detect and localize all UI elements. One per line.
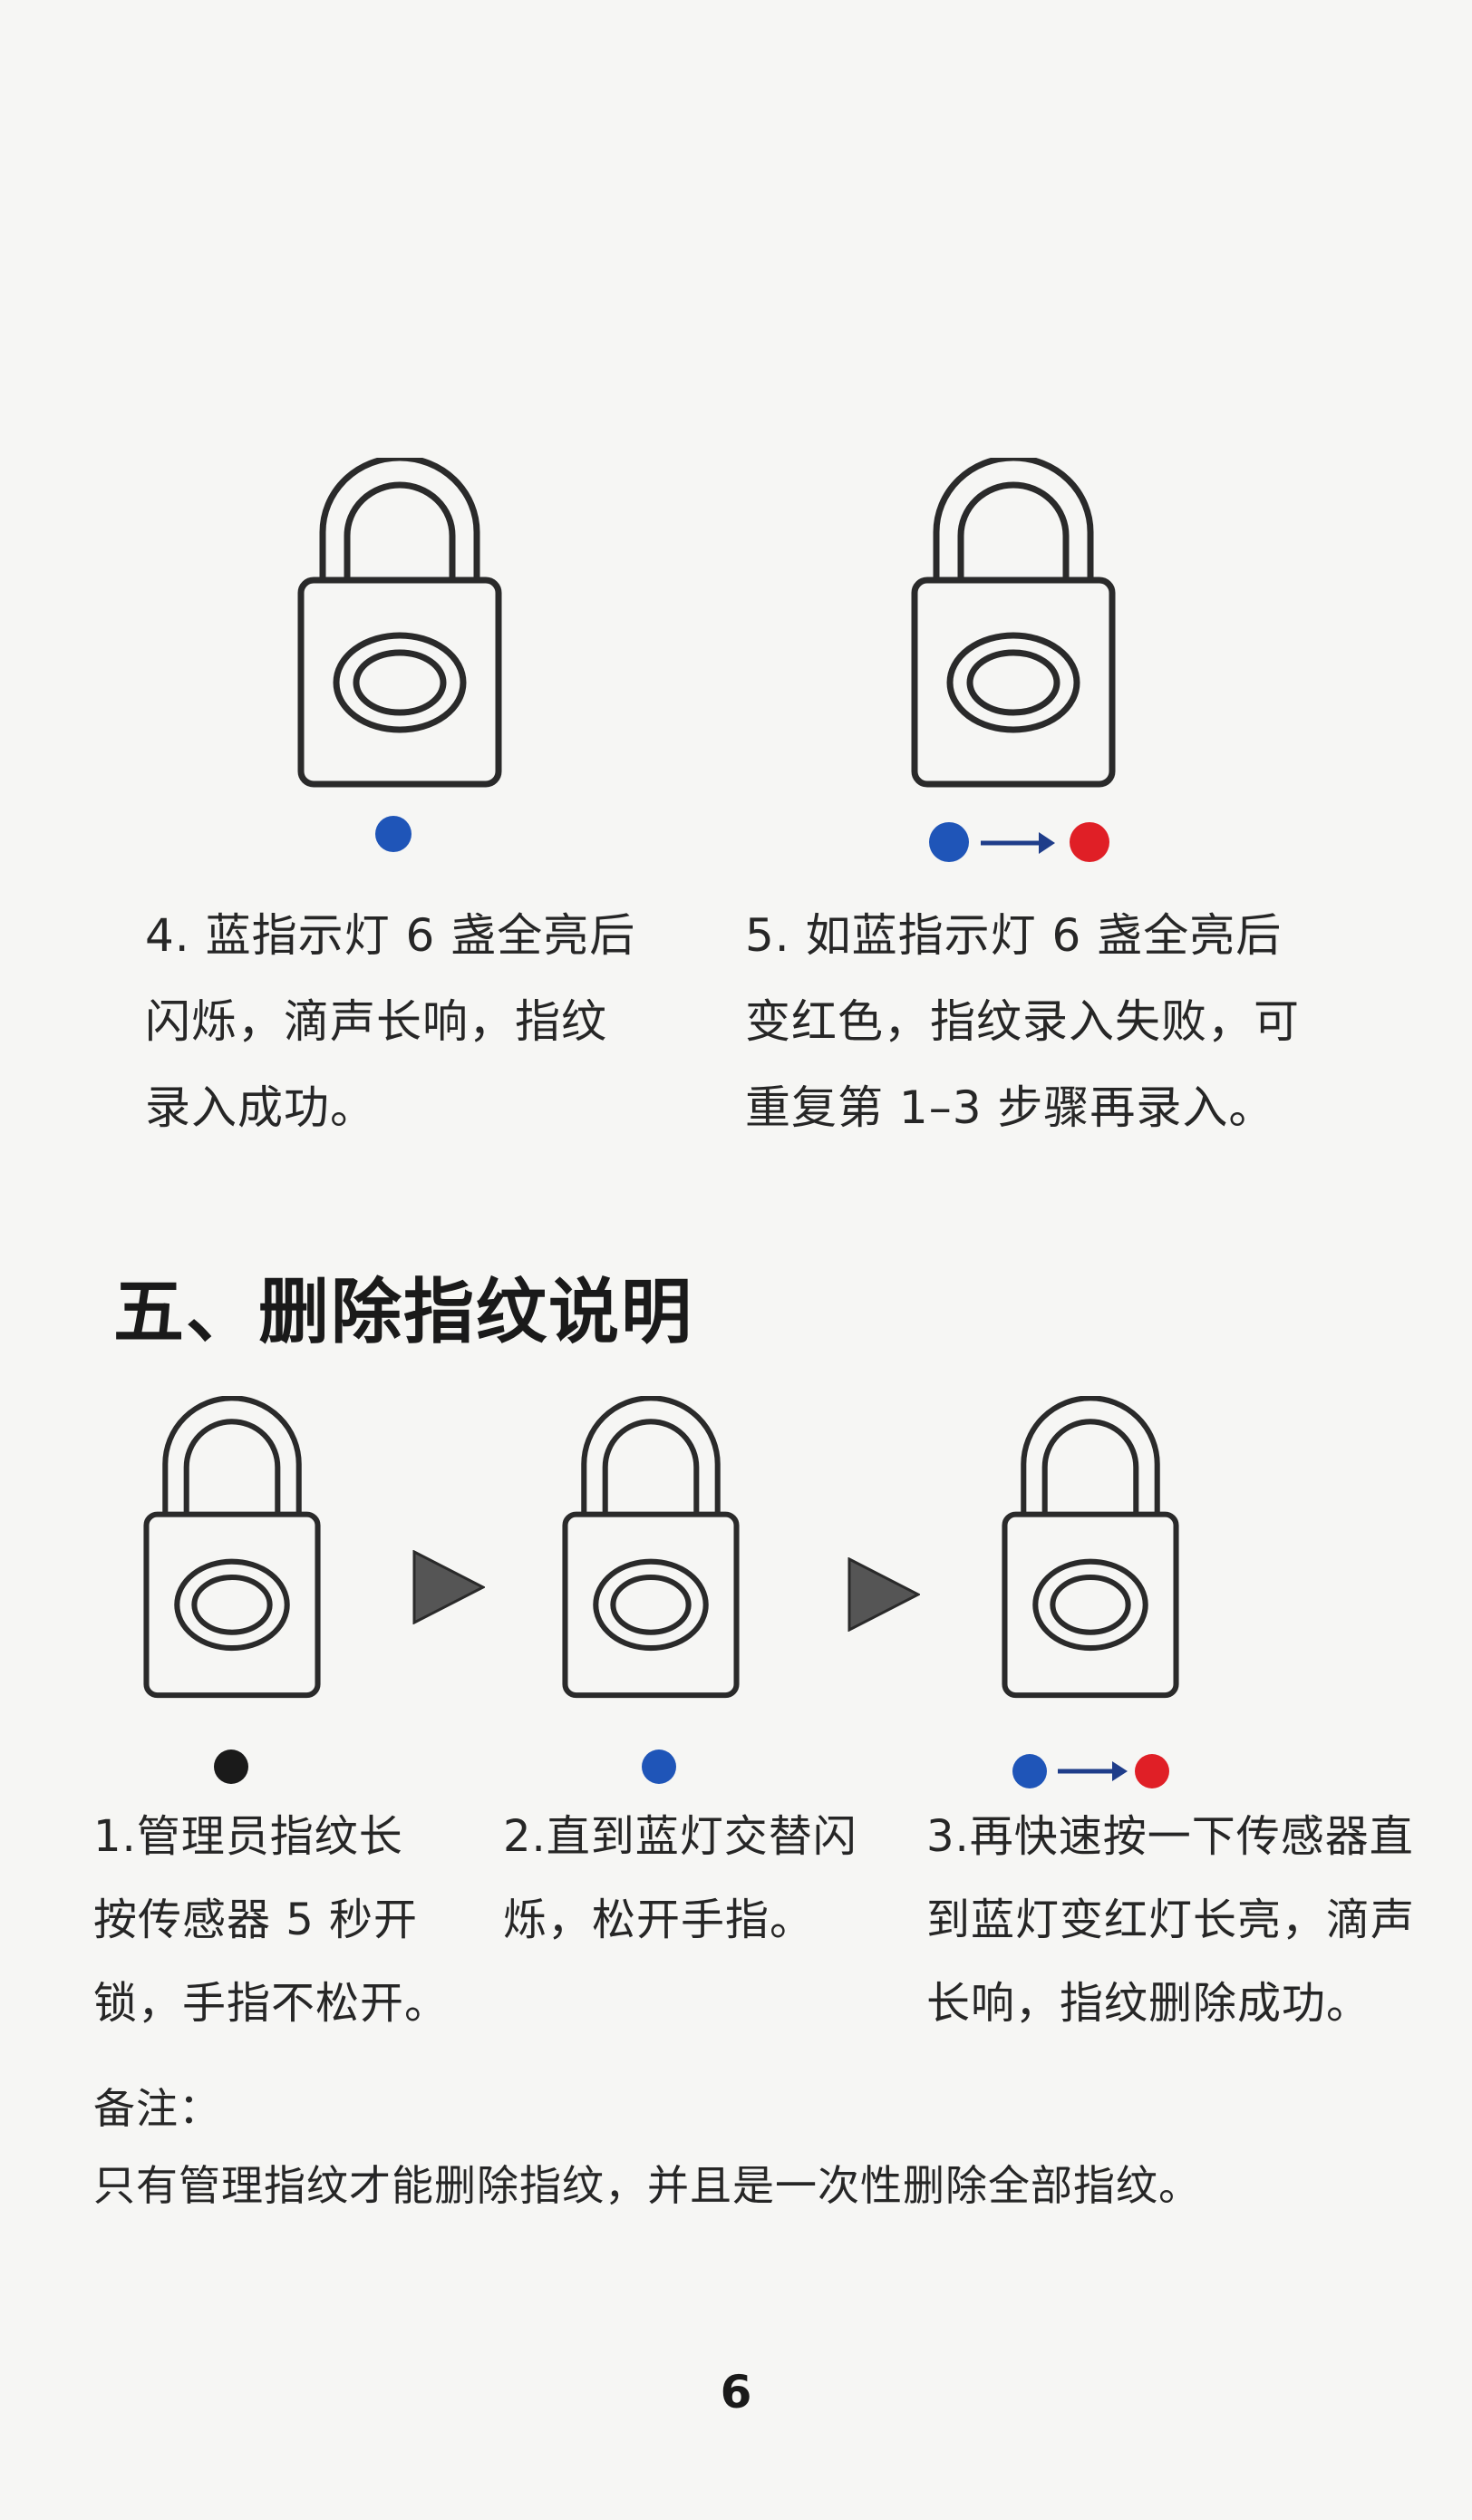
black-indicator-dot xyxy=(214,1749,248,1784)
delete-step-1-text: 1.管理员指纹长 按传感器 5 秒开 锁，手指不松开。 xyxy=(93,1811,450,2029)
red-indicator-dot xyxy=(1070,822,1109,862)
enroll-step-5-text: 5. 如蓝指示灯 6 盏全亮后 变红色，指纹录入失败，可 重复第 1–3 步骤再… xyxy=(745,909,1300,1134)
arrow-right-icon xyxy=(979,825,1056,865)
delete-step-3-text: 3.再快速按一下传感器直 到蓝灯变红灯长亮，滴声 长响，指纹删除成功。 xyxy=(926,1811,1416,2029)
blue-indicator-dot xyxy=(929,822,969,862)
play-triangle-icon xyxy=(847,1556,922,1635)
section-heading: 五、删除指纹说明 xyxy=(113,1272,694,1353)
blue-indicator-dot xyxy=(375,816,412,852)
padlock-fingerprint-icon xyxy=(1002,1396,1179,1700)
blue-indicator-dot xyxy=(1012,1754,1047,1788)
padlock-fingerprint-icon xyxy=(562,1396,740,1700)
padlock-fingerprint-icon xyxy=(297,458,502,789)
blue-indicator-dot xyxy=(642,1749,676,1784)
red-indicator-dot xyxy=(1135,1754,1169,1788)
page-number: 6 xyxy=(720,2366,752,2418)
delete-step-2-text: 2.直到蓝灯交替闪 烁，松开手指。 xyxy=(503,1811,857,1945)
note-text: 只有管理指纹才能删除指纹，并且是一次性删除全部指纹。 xyxy=(93,2161,1201,2210)
note-label: 备注： xyxy=(93,2084,221,2133)
padlock-fingerprint-icon xyxy=(911,458,1116,789)
arrow-right-icon xyxy=(1056,1755,1128,1791)
play-triangle-icon xyxy=(412,1549,487,1628)
padlock-fingerprint-icon xyxy=(143,1396,321,1700)
enroll-step-4-text: 4. 蓝指示灯 6 盏全亮后 闪烁，滴声长响，指纹 录入成功。 xyxy=(145,909,636,1134)
